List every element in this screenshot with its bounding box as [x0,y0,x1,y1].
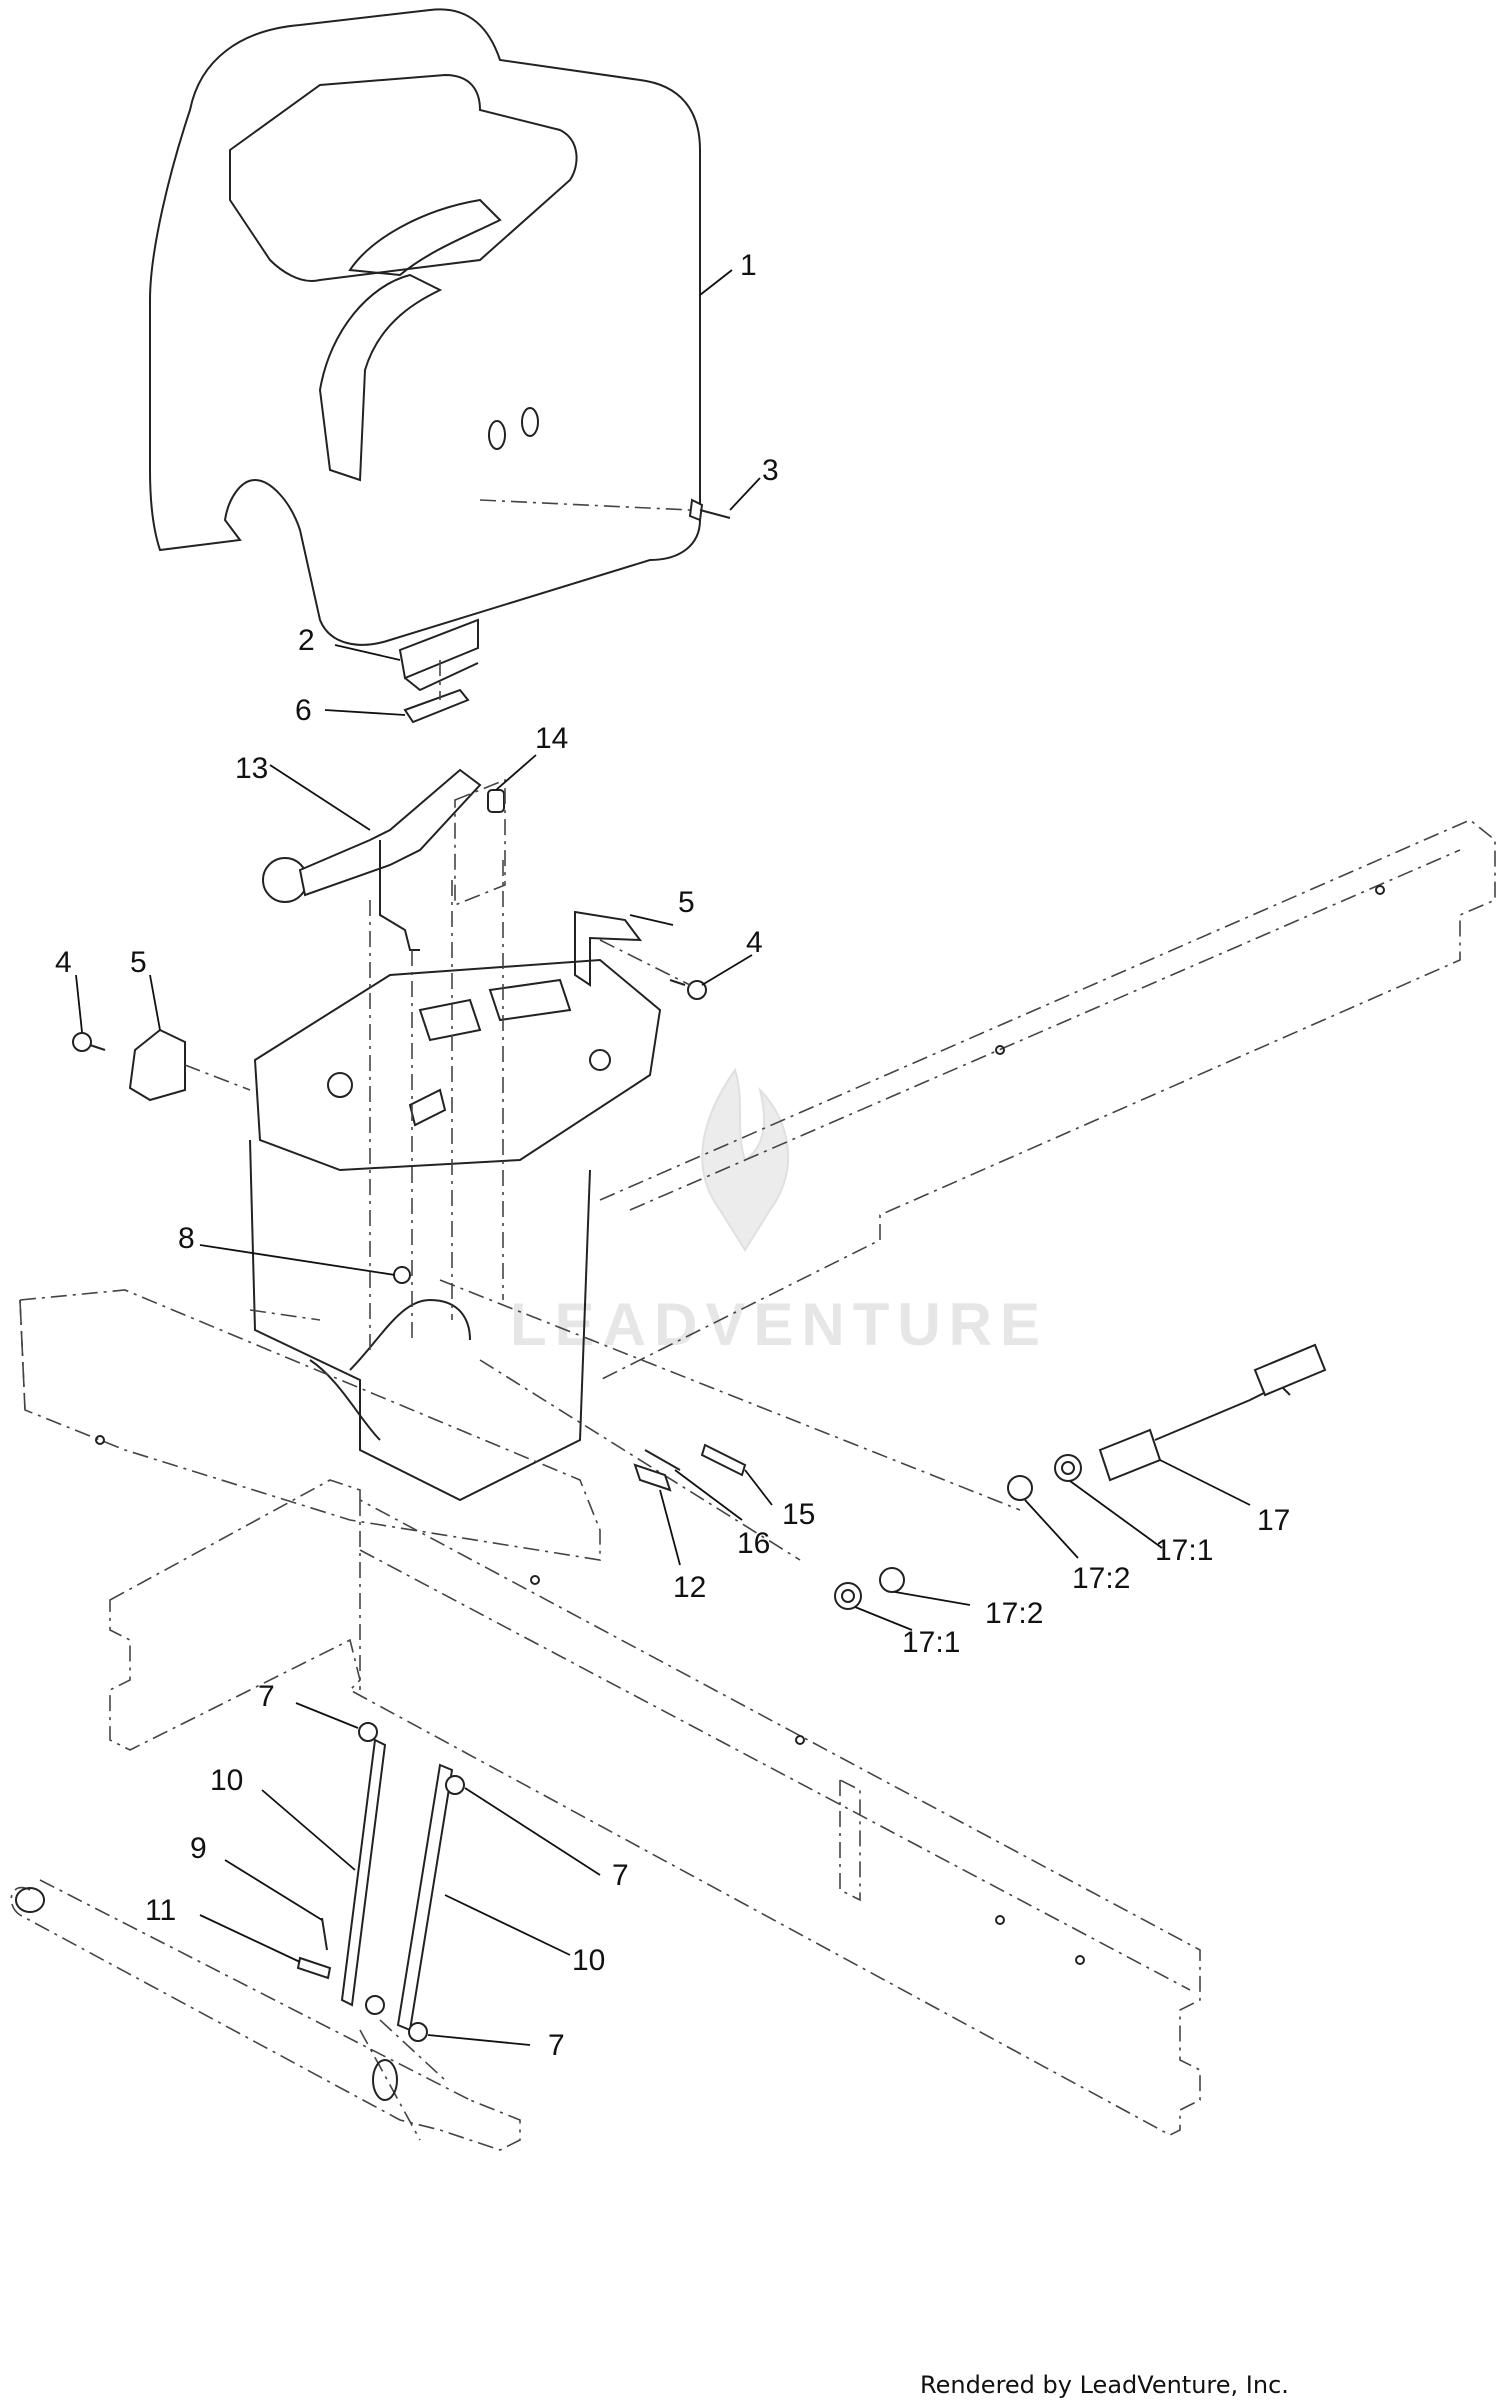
callout-5-left: 5 [130,946,147,979]
callout-10-right: 10 [572,1944,605,1977]
bumper-6 [403,688,470,724]
callout-7-top: 7 [258,1680,275,1713]
callout-12: 12 [673,1571,706,1604]
watermark-text: LEADVENTURE [510,1291,1048,1358]
callout-10-left: 10 [210,1764,243,1797]
callout-5-right: 5 [678,886,695,919]
callout-15: 15 [782,1498,815,1531]
callout-7-bottom: 7 [548,2029,565,2062]
watermark: LEADVENTURE [510,1067,1048,1358]
cotter-9 [321,1917,328,1951]
callout-17-1-upper: 17:1 [1155,1534,1213,1567]
callout-2: 2 [298,624,315,657]
callout-11: 11 [145,1894,176,1927]
pin-15 [700,1443,747,1477]
bracket-2 [398,618,479,692]
callout-16: 16 [737,1527,770,1560]
cotter-16 [644,1449,681,1471]
callout-17-2-lower: 17:2 [985,1597,1043,1630]
bracket-5-right [574,910,643,987]
callout-14: 14 [535,722,568,755]
washers-7 [358,1722,465,2042]
callout-17-2-upper: 17:2 [1072,1562,1130,1595]
bracket-5-left [128,1028,186,1102]
link-10-left [340,1738,387,2007]
callout-17: 17 [1257,1504,1290,1537]
callout-9: 9 [190,1832,207,1865]
footer-credit: Rendered by LeadVenture, Inc. [920,2371,1289,2399]
clevis-11 [296,1956,332,1980]
frame-rail-rear [599,819,1496,1381]
clevis-12 [633,1463,672,1492]
console-cover [149,8,701,646]
callout-13: 13 [235,752,268,785]
callout-4-right: 4 [746,926,763,959]
bolt-4-left [72,1032,106,1052]
bolt-4-right [669,979,707,1000]
callout-3: 3 [762,454,779,487]
alignment-lines [184,499,1021,1561]
mounting-plate [249,958,662,1502]
front-cross-tube [19,1289,601,1561]
control-lever [262,768,506,951]
callout-17-1-lower: 17:1 [902,1626,960,1659]
callout-7-middle: 7 [612,1859,629,1892]
callout-6: 6 [295,694,312,727]
link-10-right [396,1763,454,2032]
main-chassis-frame [109,1479,1201,2136]
screw-3 [688,498,731,522]
callout-labels: 1 2 3 4 5 5 4 6 13 14 8 15 16 12 17 17:1… [55,249,1290,2062]
leader-lines [75,269,1251,2046]
callout-4-left: 4 [55,946,72,979]
front-axle-rod [10,1879,521,2151]
callout-1: 1 [740,249,757,282]
callout-8: 8 [178,1222,195,1255]
